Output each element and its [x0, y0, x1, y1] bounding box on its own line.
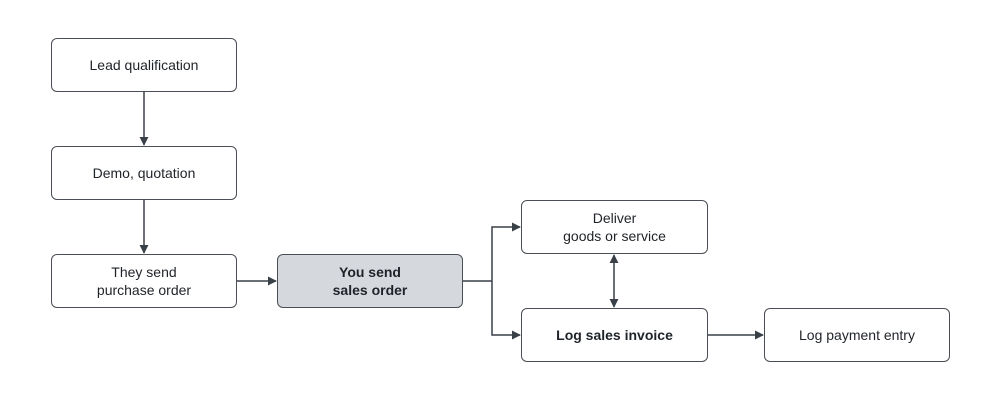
node-log-sales-invoice: Log sales invoice — [521, 308, 708, 362]
edge-sales-order-to-invoice — [491, 281, 521, 340]
node-demo-quotation: Demo, quotation — [51, 146, 237, 200]
node-lead-qualification: Lead qualification — [51, 38, 237, 92]
node-you-send-sales-order: You send sales order — [277, 254, 463, 308]
node-they-send-purchase-order: They send purchase order — [51, 254, 237, 308]
node-deliver-goods-or-service: Deliver goods or service — [521, 200, 708, 254]
edge-sales-order-to-deliver — [491, 222, 521, 281]
node-log-payment-entry: Log payment entry — [764, 308, 950, 362]
